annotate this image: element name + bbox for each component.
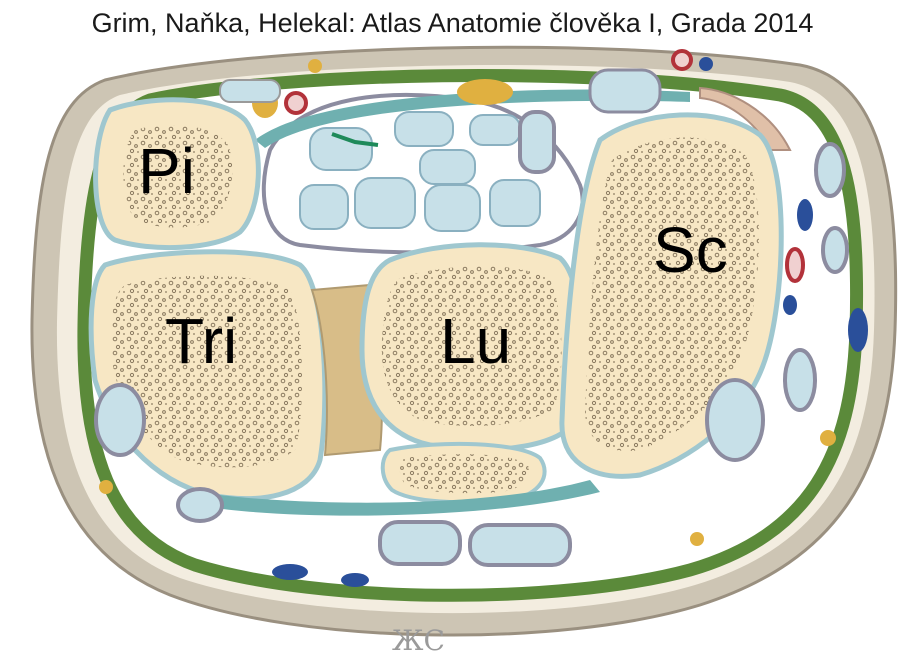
small-bone-trabecular — [400, 454, 529, 493]
label-triquetrum: Tri — [165, 305, 237, 377]
fat-lobule — [308, 59, 322, 73]
ulnar-artery — [286, 93, 306, 113]
vein — [699, 57, 713, 71]
label-lunate: Lu — [440, 305, 511, 377]
citation-caption: Grim, Naňka, Helekal: Atlas Anatomie člo… — [0, 8, 905, 39]
fat-lobule — [457, 79, 513, 105]
tendon — [220, 80, 280, 102]
tendon-sheath-right — [520, 112, 554, 172]
label-pisiform: Pi — [138, 135, 195, 207]
tendon — [590, 70, 660, 112]
radial-artery — [673, 51, 691, 69]
label-scaphoid: Sc — [653, 214, 728, 286]
orientation-mark: ЖС — [392, 624, 445, 656]
